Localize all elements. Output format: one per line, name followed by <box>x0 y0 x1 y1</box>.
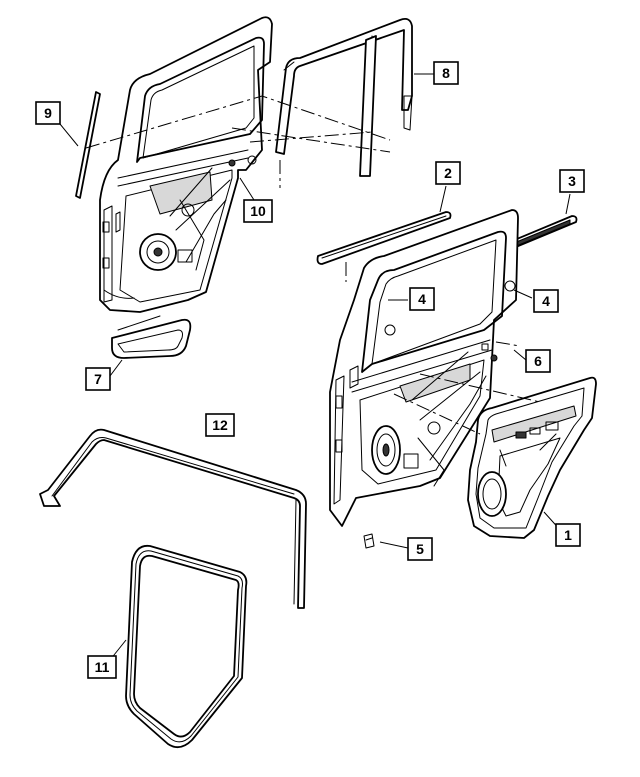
upper-door-assembly <box>99 16 273 313</box>
dash-line-trim-2 <box>419 373 541 403</box>
callout-8: 8 <box>433 61 459 85</box>
dash-line-upper <box>85 95 391 149</box>
callout-6-label: 6 <box>534 353 542 369</box>
callout-2-label: 2 <box>444 165 452 181</box>
part-9-vertical-weatherstrip <box>75 91 101 199</box>
callout-6: 6 <box>525 349 551 373</box>
dash-line-upper-2 <box>231 127 391 153</box>
callout-9-label: 9 <box>44 105 52 121</box>
callout-1: 1 <box>555 523 581 547</box>
part-12-door-frame-weatherstrip <box>39 428 307 609</box>
part-5-clip <box>363 533 375 549</box>
callout-12: 12 <box>205 413 235 437</box>
callout-1-label: 1 <box>564 527 572 543</box>
callout-5-label: 5 <box>416 541 424 557</box>
dash-line-trim-1 <box>393 393 481 435</box>
callout-4a-label: 4 <box>418 291 426 307</box>
main-door-assembly <box>329 209 519 527</box>
callout-12-label: 12 <box>212 417 228 433</box>
callout-10: 10 <box>243 199 273 223</box>
callout-3: 3 <box>559 169 585 193</box>
callout-11-label: 11 <box>95 659 110 675</box>
part-2-belt-molding <box>316 211 452 265</box>
callout-10-label: 10 <box>250 203 266 219</box>
callout-5: 5 <box>407 537 433 561</box>
callout-4a: 4 <box>409 287 435 311</box>
callout-3-label: 3 <box>568 173 576 189</box>
part-8-glass-run-channel <box>275 17 413 177</box>
dash-line-trim-3 <box>495 341 521 347</box>
callout-2: 2 <box>435 161 461 185</box>
callout-11: 11 <box>87 655 117 679</box>
callout-4b-label: 4 <box>542 293 550 309</box>
part-7-lower-door-seal <box>111 315 192 359</box>
callout-7: 7 <box>85 367 111 391</box>
callout-4b: 4 <box>533 289 559 313</box>
part-1-door-trim-panel <box>467 376 597 539</box>
callout-7-label: 7 <box>94 371 102 387</box>
callout-9: 9 <box>35 101 61 125</box>
callout-8-label: 8 <box>442 65 450 81</box>
part-11-door-opening-seal <box>125 544 248 749</box>
dash-line-upper-3 <box>249 131 373 143</box>
